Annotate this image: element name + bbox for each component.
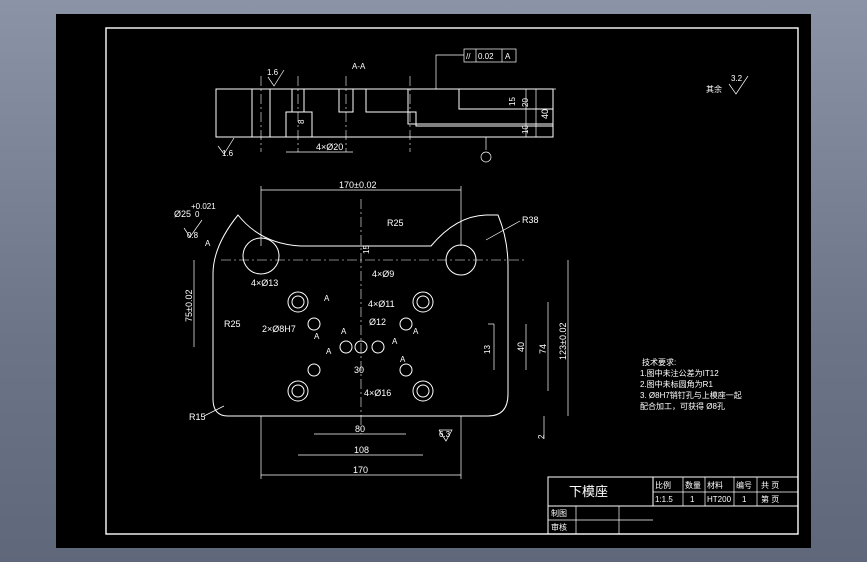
dim-plan-123: 123±0.02 <box>558 323 568 360</box>
val-no: 1 <box>742 495 747 504</box>
dim-plan-30: 30 <box>354 365 364 375</box>
roughness-63: 6.3 <box>439 430 451 439</box>
section-roughness-top: 1.6 <box>267 68 279 77</box>
title-block: 下模座 比例 数量 材料 编号 共 页 1:1.5 1 HT200 1 第 页 … <box>547 476 799 535</box>
hdr-no: 编号 <box>736 480 752 490</box>
dim-d25-tol: +0.021 <box>191 202 216 211</box>
roughness-rest-label: 其余 <box>706 84 722 94</box>
dim-section-holes: 4×Ø20 <box>316 142 343 152</box>
roughness-rest: 其余 3.2 <box>706 74 749 95</box>
note-line: 3. Ø8H7销钉孔与上模座一起 <box>640 390 742 400</box>
dim-r25-left: R25 <box>224 319 241 329</box>
section-view: 4×Ø20 15 20 40 10 8 A-A 1.6 1.6 // 0.02 … <box>215 48 556 163</box>
val-scale: 1:1.5 <box>655 495 673 504</box>
label-checked: 审核 <box>551 522 567 532</box>
label-drawn: 制图 <box>551 508 567 518</box>
val-qty: 1 <box>690 495 695 504</box>
dim-plan-2: 2 <box>537 434 546 439</box>
part-name: 下模座 <box>569 484 608 499</box>
note-line: 2.图中未标圆角为R1 <box>640 379 713 389</box>
dim-section-8: 8 <box>297 119 306 124</box>
section-body <box>215 88 554 138</box>
tolerance-value: 0.02 <box>478 52 494 61</box>
tolerance-symbol: // <box>466 52 471 61</box>
technical-notes: 技术要求: 1.图中未注公差为IT12 2.图中未标圆角为R1 3. Ø8H7销… <box>640 357 742 411</box>
hdr-sheet: 共 页 <box>761 481 779 490</box>
dim-plan-15: 15 <box>362 245 371 254</box>
dim-plan-74: 74 <box>538 344 548 354</box>
dim-plan-170: 170 <box>353 465 368 475</box>
section-step <box>407 111 417 125</box>
dim-plan-108: 108 <box>354 445 369 455</box>
section-roughness-bottom: 1.6 <box>222 149 234 158</box>
dim-section-10: 10 <box>521 125 530 134</box>
note-line: 配合加工，可获得 Ø8孔 <box>640 401 725 411</box>
plan-view: 170±0.02 80 108 170 75±0.02 13 40 74 123… <box>174 180 569 479</box>
mark-a: A <box>314 332 320 341</box>
dim-plan-80: 80 <box>355 424 365 434</box>
section-notch-top <box>458 88 554 110</box>
dim-plan-40: 40 <box>516 342 526 352</box>
mark-a: A <box>341 327 347 336</box>
note-line: 1.图中未注公差为IT12 <box>640 368 719 378</box>
dim-plan-13: 13 <box>483 345 492 354</box>
dim-4x16: 4×Ø16 <box>364 388 391 398</box>
dim-r15: R15 <box>189 412 206 422</box>
roughness-08: 0.8 <box>187 231 199 240</box>
dim-4x9: 4×Ø9 <box>372 269 394 279</box>
notes-title: 技术要求: <box>642 357 676 367</box>
mark-a: A <box>205 239 211 248</box>
dim-d12: Ø12 <box>369 317 386 327</box>
mark-a: A <box>413 327 419 336</box>
dim-section-40: 40 <box>540 109 550 119</box>
roughness-rest-value: 3.2 <box>731 74 743 83</box>
val-sheet: 第 页 <box>761 494 779 504</box>
dim-4x11: 4×Ø11 <box>368 299 395 309</box>
drawing-viewport[interactable]: 4×Ø20 15 20 40 10 8 A-A 1.6 1.6 // 0.02 … <box>56 14 811 548</box>
dim-plan-75: 75±0.02 <box>184 290 194 322</box>
hdr-qty: 数量 <box>685 480 701 490</box>
dim-r38: R38 <box>522 215 539 225</box>
hdr-material: 材料 <box>707 480 723 490</box>
dim-2x8: 2×Ø8H7 <box>262 324 296 334</box>
drawing-border <box>105 27 799 535</box>
plate-outline <box>212 214 509 417</box>
dim-section-20: 20 <box>521 98 530 107</box>
mark-a: A <box>400 355 406 364</box>
section-slot <box>365 88 409 113</box>
dim-plan-top: 170±0.02 <box>339 180 376 190</box>
dim-r25-top: R25 <box>387 218 404 228</box>
mark-a: A <box>392 337 398 346</box>
dim-d25-tol2: 0 <box>195 210 200 219</box>
hdr-scale: 比例 <box>655 480 671 490</box>
dim-4x13: 4×Ø13 <box>251 278 278 288</box>
dim-d25: Ø25 <box>174 209 191 219</box>
mark-a: A <box>326 347 332 356</box>
cad-drawing: 4×Ø20 15 20 40 10 8 A-A 1.6 1.6 // 0.02 … <box>105 27 799 535</box>
dim-section-15: 15 <box>508 97 517 106</box>
mark-a: A <box>324 294 330 303</box>
val-material: HT200 <box>707 495 732 504</box>
section-label: A-A <box>352 62 366 71</box>
tolerance-datum: A <box>505 52 511 61</box>
